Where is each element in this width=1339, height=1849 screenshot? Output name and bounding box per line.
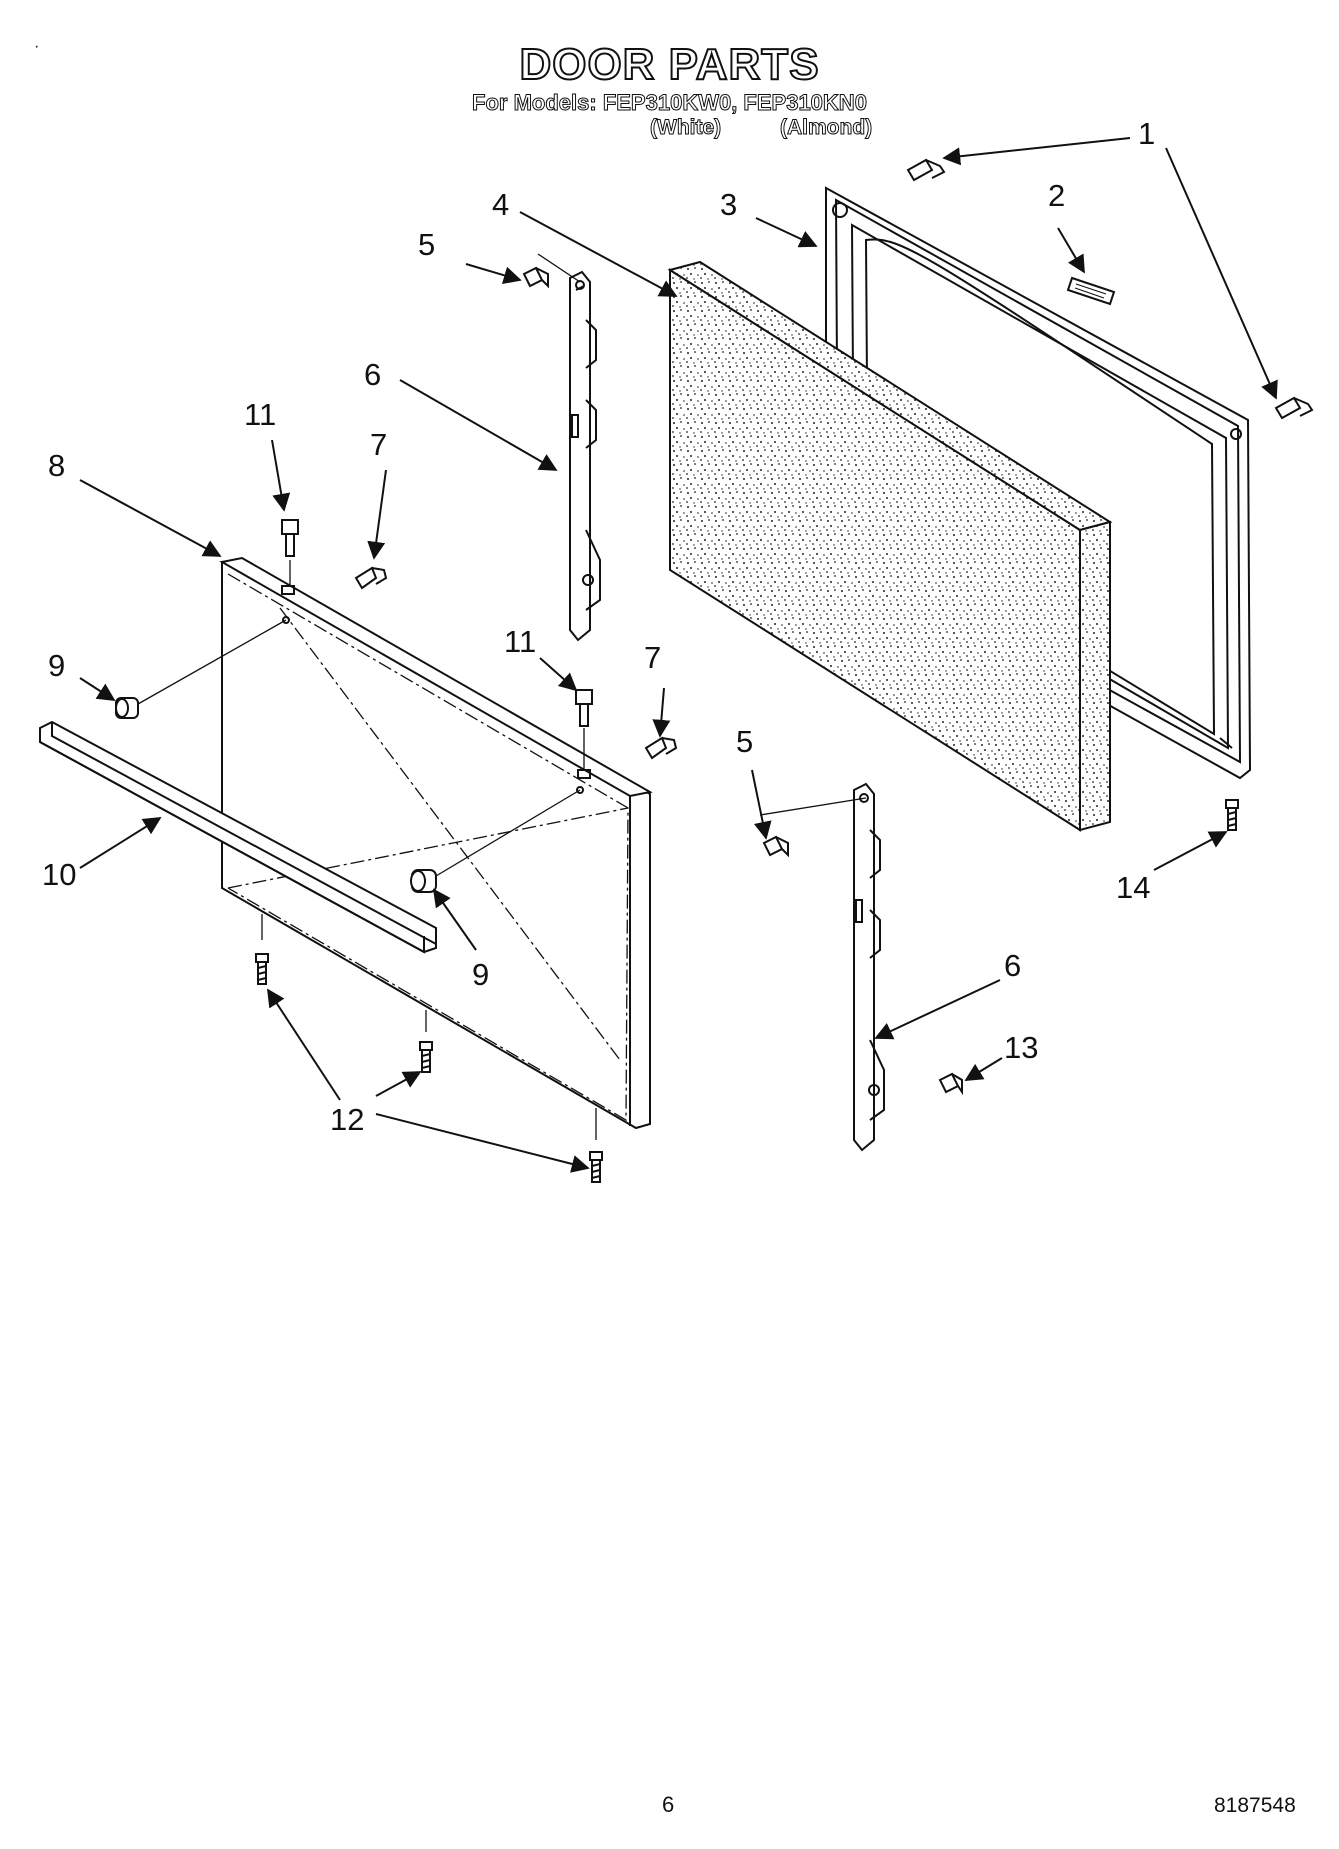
- screw-14: [1225, 799, 1239, 831]
- models-line: For Models: FEP310KW0, FEP310KN0: [472, 90, 868, 116]
- callout-numbers: 1 2 3 4 5 6 8 11 7 9 11 7 5 10 9 6 13 14…: [42, 116, 1155, 1137]
- screw-1-right: [1274, 396, 1314, 420]
- callout-8: 8: [48, 448, 65, 483]
- callout-12: 12: [330, 1102, 364, 1137]
- callout-14: 14: [1116, 870, 1150, 905]
- callout-9-left: 9: [48, 648, 65, 683]
- door-label: [1066, 276, 1116, 306]
- variant-white: (White): [649, 116, 722, 140]
- screw-7-lower: [644, 736, 678, 760]
- variant-almond: (Almond): [779, 116, 873, 140]
- hinge-channel-upper: [569, 270, 601, 642]
- callout-1: 1: [1138, 116, 1155, 151]
- callout-5-lower: 5: [736, 724, 753, 759]
- screw-12-a: [255, 953, 269, 985]
- insulation-block: [667, 260, 1113, 832]
- clip-lower: [762, 835, 789, 858]
- callout-11-lower: 11: [504, 624, 536, 659]
- callout-10: 10: [42, 857, 76, 892]
- clip-upper: [522, 266, 549, 289]
- screw-12-b: [419, 1041, 433, 1073]
- page-number: 6: [662, 1792, 675, 1817]
- callout-7-upper: 7: [370, 427, 387, 462]
- callout-3: 3: [720, 187, 737, 222]
- screw-11-upper: [281, 519, 299, 557]
- spacer-right: [410, 869, 437, 893]
- callout-4: 4: [492, 187, 509, 222]
- screw-7-upper: [354, 566, 388, 590]
- callout-5-upper: 5: [418, 227, 435, 262]
- page-title: DOOR PARTS: [518, 39, 820, 90]
- handle-trim: [39, 720, 437, 954]
- hinge-clip: [938, 1072, 963, 1096]
- document-number: 8187548: [1214, 1794, 1296, 1817]
- callout-11-upper: 11: [244, 397, 276, 432]
- screw-12-c: [589, 1151, 603, 1183]
- spacer-left: [115, 697, 139, 719]
- callout-2: 2: [1048, 178, 1065, 213]
- screw-11-lower: [575, 689, 593, 727]
- leader-lines: [79, 137, 1278, 1173]
- callout-6-upper: 6: [364, 357, 381, 392]
- hinge-channel-lower: [853, 782, 885, 1152]
- corner-mark: ·: [34, 38, 40, 55]
- screw-1-top: [906, 158, 946, 182]
- callout-7-lower: 7: [644, 640, 661, 675]
- callout-6-lower: 6: [1004, 948, 1021, 983]
- callout-9-right: 9: [472, 957, 489, 992]
- outer-door-panel: [219, 556, 653, 1130]
- callout-13: 13: [1004, 1030, 1038, 1065]
